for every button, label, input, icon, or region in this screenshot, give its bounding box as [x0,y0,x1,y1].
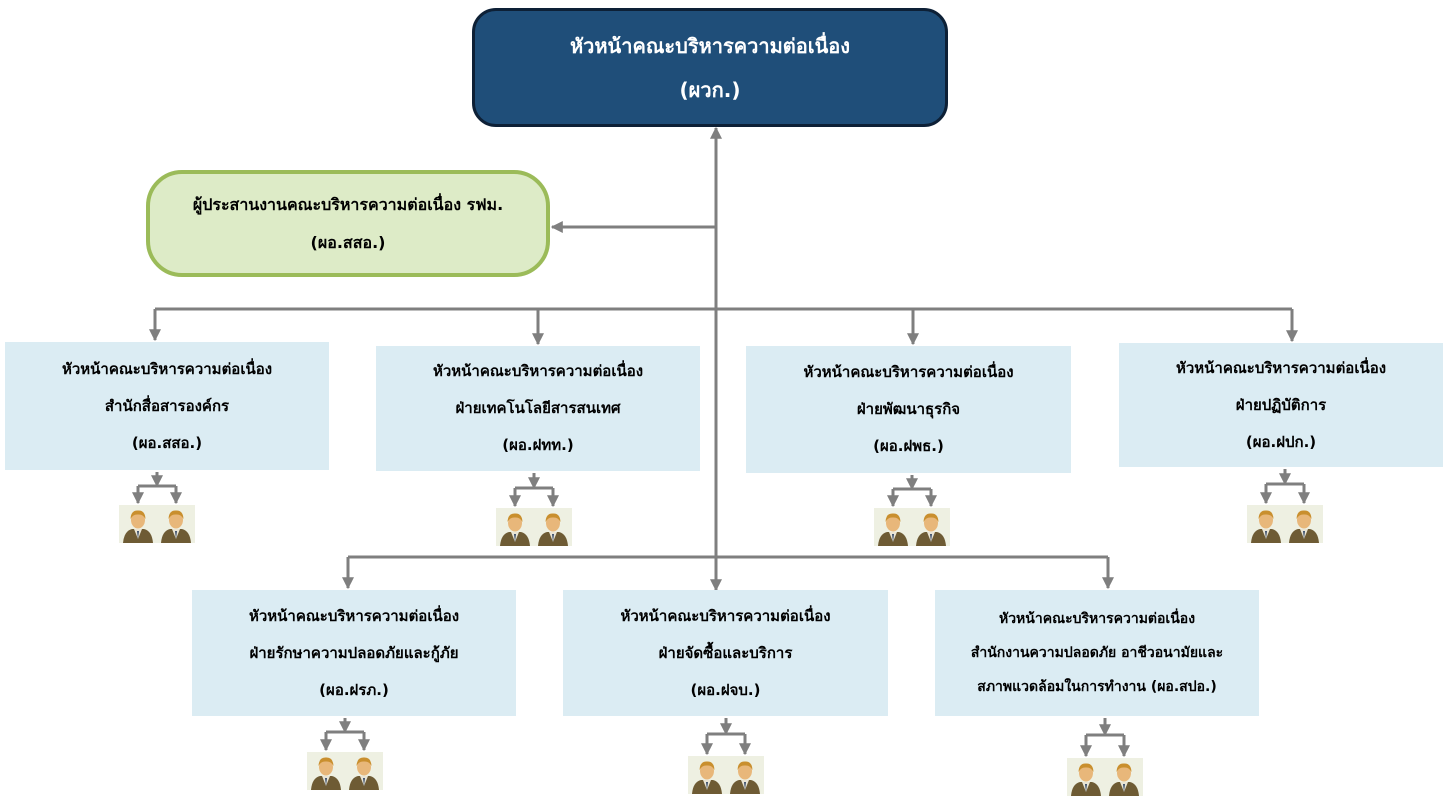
unit-title: หัวหน้าคณะบริหารความต่อเนื่อง [248,606,460,625]
person-icon [874,508,912,546]
person-icon [345,752,383,790]
unit-box-procurement-services: หัวหน้าคณะบริหารความต่อเนื่อง ฝ่ายจัดซื้… [563,590,888,716]
unit-abbr: (ผอ.ฝรภ.) [319,680,389,699]
person-icon [726,756,764,794]
coordinator-title: ผู้ประสานงานคณะบริหารความต่อเนื่อง รฟม. [192,194,504,214]
unit-abbr: (ผอ.สสอ.) [131,433,203,452]
unit-box-security-rescue: หัวหน้าคณะบริหารความต่อเนื่อง ฝ่ายรักษาค… [192,590,516,716]
person-icon [119,505,157,543]
unit-name: สำนักสื่อสารองค์กร [104,396,230,415]
unit-box-occupational-safety: หัวหน้าคณะบริหารความต่อเนื่อง สำนักงานคว… [935,590,1259,716]
unit-name: ฝ่ายปฏิบัติการ [1235,395,1327,414]
head-title: หัวหน้าคณะบริหารความต่อเนื่อง [569,33,851,58]
person-icon [307,752,345,790]
unit-title: หัวหน้าคณะบริหารความต่อเนื่อง [803,363,1014,381]
unit-name: ฝ่ายรักษาความปลอดภัยและกู้ภัย [249,643,459,662]
unit-box-corporate-communication: หัวหน้าคณะบริหารความต่อเนื่อง สำนักสื่อส… [5,342,329,470]
coordinator-abbr: (ผอ.สสอ.) [310,232,386,252]
unit-title: หัวหน้าคณะบริหารความต่อเนื่อง [998,611,1196,627]
unit-name: ฝ่ายจัดซื้อและบริการ [658,643,793,662]
unit-name: สำนักงานความปลอดภัย อาชีวอนามัยและ [970,645,1224,661]
unit-title: หัวหน้าคณะบริหารความต่อเนื่อง [1175,358,1387,377]
unit-name: ฝ่ายพัฒนาธุรกิจ [856,400,961,418]
person-icon [912,508,950,546]
person-icon [1247,505,1285,543]
coordinator-box: ผู้ประสานงานคณะบริหารความต่อเนื่อง รฟม. … [146,170,550,277]
unit-abbr: (ผอ.ฝจบ.) [690,680,761,699]
unit-title: หัวหน้าคณะบริหารความต่อเนื่อง [620,606,831,625]
unit-title: หัวหน้าคณะบริหารความต่อเนื่อง [432,362,644,380]
person-icon [496,508,534,546]
person-icon [1285,505,1323,543]
unit-abbr: (ผอ.ฝพธ.) [873,437,944,455]
unit-box-business-development: หัวหน้าคณะบริหารความต่อเนื่อง ฝ่ายพัฒนาธ… [746,346,1071,473]
unit-box-operations: หัวหน้าคณะบริหารความต่อเนื่อง ฝ่ายปฏิบัต… [1119,343,1443,467]
unit-abbr: (ผอ.ฝทท.) [502,436,574,454]
person-icon [688,756,726,794]
head-box: หัวหน้าคณะบริหารความต่อเนื่อง (ผวก.) [472,8,948,127]
person-icon [1105,758,1143,796]
person-icon [534,508,572,546]
unit-abbr: สภาพแวดล้อมในการทำงาน (ผอ.สปอ.) [977,679,1217,695]
person-icon [1067,758,1105,796]
person-icon [157,505,195,543]
unit-title: หัวหน้าคณะบริหารความต่อเนื่อง [61,359,273,378]
unit-name: ฝ่ายเทคโนโลยีสารสนเทศ [455,399,621,417]
unit-box-information-technology: หัวหน้าคณะบริหารความต่อเนื่อง ฝ่ายเทคโนโ… [376,346,700,471]
head-abbr: (ผวก.) [679,77,741,102]
unit-abbr: (ผอ.ฝปก.) [1245,432,1317,451]
